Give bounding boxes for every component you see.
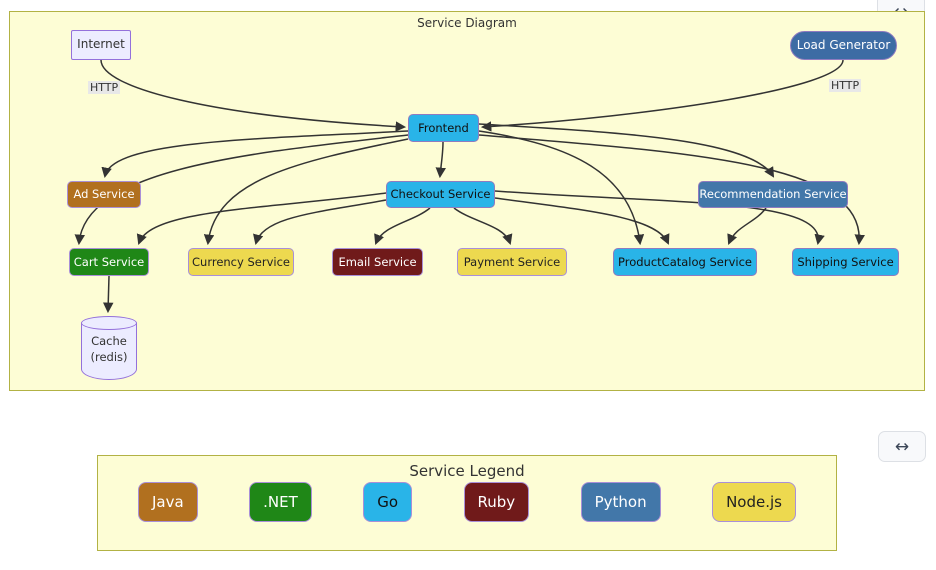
edge-recommendation-service-to-productcatalog-service bbox=[727, 207, 767, 245]
shipping-service-node: Shipping Service bbox=[792, 248, 899, 276]
service-legend-panel: Service Legend Java .NET Go Ruby Python Node.… bbox=[97, 455, 837, 551]
cylinder-body bbox=[81, 323, 137, 380]
edge-checkout-service-to-payment-service bbox=[453, 207, 513, 245]
cylinder-top bbox=[81, 316, 137, 330]
expand-horizontal-icon: ↔ bbox=[894, 436, 910, 457]
expand-legend-button[interactable]: ↔ bbox=[878, 431, 926, 462]
edge-frontend-to-ad-service bbox=[101, 130, 409, 179]
legend-items-row: Java .NET Go Ruby Python Node.js bbox=[98, 482, 836, 522]
currency-service-node: Currency Service bbox=[188, 248, 294, 276]
payment-service-node: Payment Service bbox=[457, 248, 567, 276]
legend-item-dotnet: .NET bbox=[249, 482, 312, 522]
cache-redis-node: Cache (redis) bbox=[81, 316, 137, 380]
edge-frontend-to-currency-service bbox=[203, 138, 409, 246]
load-generator-node: Load Generator bbox=[790, 31, 897, 60]
legend-title: Service Legend bbox=[409, 462, 525, 480]
cart-service-node: Cart Service bbox=[69, 248, 149, 276]
edge-checkout-service-to-productcatalog-service bbox=[494, 197, 670, 245]
legend-item-go: Go bbox=[363, 482, 413, 522]
ad-service-node: Ad Service bbox=[67, 181, 141, 208]
http-label-left: HTTP bbox=[88, 81, 121, 94]
edge-load-generator-to-frontend bbox=[480, 59, 844, 132]
edge-frontend-to-recommendation-service bbox=[478, 123, 775, 178]
edge-frontend-to-cart-service bbox=[74, 134, 409, 246]
edge-frontend-to-checkout-service bbox=[435, 141, 446, 179]
legend-item-python: Python bbox=[580, 482, 661, 522]
edge-internet-to-frontend bbox=[100, 59, 407, 132]
edge-frontend-to-productcatalog-service bbox=[478, 130, 645, 246]
internet-node: Internet bbox=[71, 30, 131, 60]
legend-item-ruby: Ruby bbox=[463, 482, 530, 522]
checkout-service-node: Checkout Service bbox=[386, 181, 495, 208]
diagram-title: Service Diagram bbox=[417, 16, 517, 30]
legend-item-nodejs: Node.js bbox=[712, 482, 796, 522]
edge-checkout-service-to-email-service bbox=[374, 207, 431, 245]
edge-checkout-service-to-currency-service bbox=[253, 199, 387, 246]
legend-item-java: Java bbox=[138, 482, 198, 522]
cache-redis-label: Cache (redis) bbox=[90, 334, 128, 364]
frontend-node: Frontend bbox=[408, 114, 479, 142]
recommendation-service-node: Recommendation Service bbox=[698, 181, 848, 208]
http-label-right: HTTP bbox=[829, 79, 862, 92]
email-service-node: Email Service bbox=[332, 248, 423, 276]
edge-checkout-service-to-cart-service bbox=[136, 192, 387, 245]
edge-frontend-to-shipping-service bbox=[478, 134, 865, 246]
productcatalog-service-node: ProductCatalog Service bbox=[613, 248, 757, 276]
edge-cart-service-to-cache-redis bbox=[102, 275, 114, 314]
